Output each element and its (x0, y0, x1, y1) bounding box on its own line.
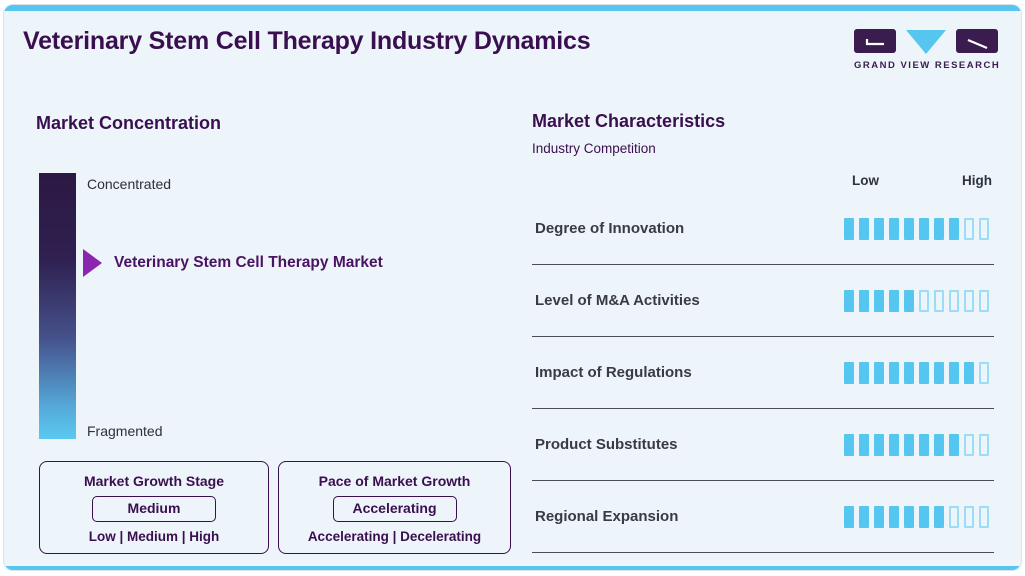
rating-segment-filled (934, 433, 944, 456)
rating-segment-filled (859, 433, 869, 456)
rating-segment-filled (889, 361, 899, 384)
logo-marks (854, 29, 998, 55)
characteristic-label: Impact of Regulations (535, 364, 692, 381)
fragmented-label: Fragmented (87, 423, 163, 439)
rating-segment-filled (874, 361, 884, 384)
rating-segment-empty (934, 289, 944, 312)
market-concentration-heading: Market Concentration (36, 113, 222, 133)
market-position-marker: Veterinary Stem Cell Therapy Market (83, 248, 383, 278)
concentration-gradient-bar (39, 173, 76, 439)
rating-segment-empty (949, 289, 959, 312)
rating-segment-filled (889, 433, 899, 456)
report-card: Veterinary Stem Cell Therapy Industry Dy… (3, 4, 1022, 571)
rating-segment-filled (934, 361, 944, 384)
rating-segment-empty (964, 217, 974, 240)
rating-segment-filled (874, 433, 884, 456)
rating-segment-filled (859, 361, 869, 384)
rating-segment-filled (889, 289, 899, 312)
rating-segment-filled (904, 505, 914, 528)
logo-r-block-icon (956, 29, 998, 53)
rating-segment-filled (859, 217, 869, 240)
rating-segment-filled (889, 505, 899, 528)
characteristic-label: Level of M&A Activities (535, 292, 700, 309)
rating-scale-labels: Low High (852, 173, 992, 188)
rating-bar (844, 505, 989, 528)
rating-segment-filled (934, 505, 944, 528)
page-title: Veterinary Stem Cell Therapy Industry Dy… (23, 27, 591, 55)
characteristic-row: Level of M&A Activities (532, 265, 994, 337)
characteristic-label: Degree of Innovation (535, 220, 685, 237)
marker-arrow-icon (83, 249, 102, 277)
market-growth-stage-box: Market Growth Stage Medium Low | Medium … (39, 461, 269, 554)
grand-view-research-logo: GRAND VIEW RESEARCH (854, 29, 1001, 71)
logo-v-triangle-icon (906, 30, 946, 54)
bottom-accent-bar (4, 566, 1021, 570)
logo-g-block-icon (854, 29, 896, 53)
rating-bar (844, 433, 989, 456)
concentrated-label: Concentrated (87, 176, 172, 192)
rating-segment-filled (859, 289, 869, 312)
growth-stage-value-chip: Medium (92, 496, 216, 522)
rating-segment-filled (949, 361, 959, 384)
rating-segment-filled (889, 217, 899, 240)
characteristic-label: Regional Expansion (535, 508, 679, 525)
rating-segment-filled (844, 289, 854, 312)
rating-segment-empty (964, 289, 974, 312)
rating-segment-filled (874, 505, 884, 528)
rating-segment-filled (904, 433, 914, 456)
characteristic-row: Product Substitutes (532, 409, 994, 481)
growth-pace-options: Accelerating | Decelerating (307, 529, 482, 544)
rating-segment-empty (979, 361, 989, 384)
market-marker-label: Veterinary Stem Cell Therapy Market (114, 254, 383, 271)
rating-segment-empty (949, 505, 959, 528)
logo-wordmark: GRAND VIEW RESEARCH (854, 60, 1001, 71)
low-label: Low (852, 173, 879, 188)
industry-competition-subheading: Industry Competition (532, 141, 656, 156)
characteristic-row: Regional Expansion (532, 481, 994, 553)
market-characteristics-section: Market Characteristics Industry Competit… (532, 111, 994, 553)
top-accent-bar (4, 5, 1021, 11)
rating-segment-filled (919, 217, 929, 240)
characteristic-label: Product Substitutes (535, 436, 678, 453)
rating-segment-filled (904, 289, 914, 312)
pace-of-market-growth-box: Pace of Market Growth Accelerating Accel… (278, 461, 511, 554)
rating-bar (844, 361, 989, 384)
rating-segment-filled (844, 217, 854, 240)
rating-segment-filled (934, 217, 944, 240)
rating-segment-filled (949, 217, 959, 240)
rating-segment-filled (844, 505, 854, 528)
growth-pace-title: Pace of Market Growth (318, 473, 471, 489)
rating-segment-filled (874, 217, 884, 240)
rating-segment-empty (979, 433, 989, 456)
rating-segment-empty (979, 289, 989, 312)
characteristic-row: Impact of Regulations (532, 337, 994, 409)
rating-segment-empty (964, 505, 974, 528)
rating-bar (844, 289, 989, 312)
growth-pace-value-chip: Accelerating (332, 496, 457, 522)
growth-stage-title: Market Growth Stage (83, 473, 225, 489)
characteristics-list: Degree of Innovation Level of M&A Activi… (532, 193, 994, 553)
high-label: High (962, 173, 992, 188)
rating-segment-empty (979, 217, 989, 240)
rating-bar (844, 217, 989, 240)
rating-segment-filled (919, 361, 929, 384)
growth-stage-options: Low | Medium | High (88, 529, 220, 544)
rating-segment-empty (979, 505, 989, 528)
rating-segment-filled (919, 433, 929, 456)
rating-segment-filled (949, 433, 959, 456)
rating-segment-filled (844, 433, 854, 456)
rating-segment-empty (964, 433, 974, 456)
rating-segment-filled (964, 361, 974, 384)
rating-segment-filled (919, 505, 929, 528)
rating-segment-filled (904, 217, 914, 240)
rating-segment-filled (844, 361, 854, 384)
rating-segment-filled (859, 505, 869, 528)
rating-segment-empty (919, 289, 929, 312)
characteristic-row: Degree of Innovation (532, 193, 994, 265)
market-characteristics-heading: Market Characteristics (532, 111, 726, 131)
rating-segment-filled (874, 289, 884, 312)
rating-segment-filled (904, 361, 914, 384)
